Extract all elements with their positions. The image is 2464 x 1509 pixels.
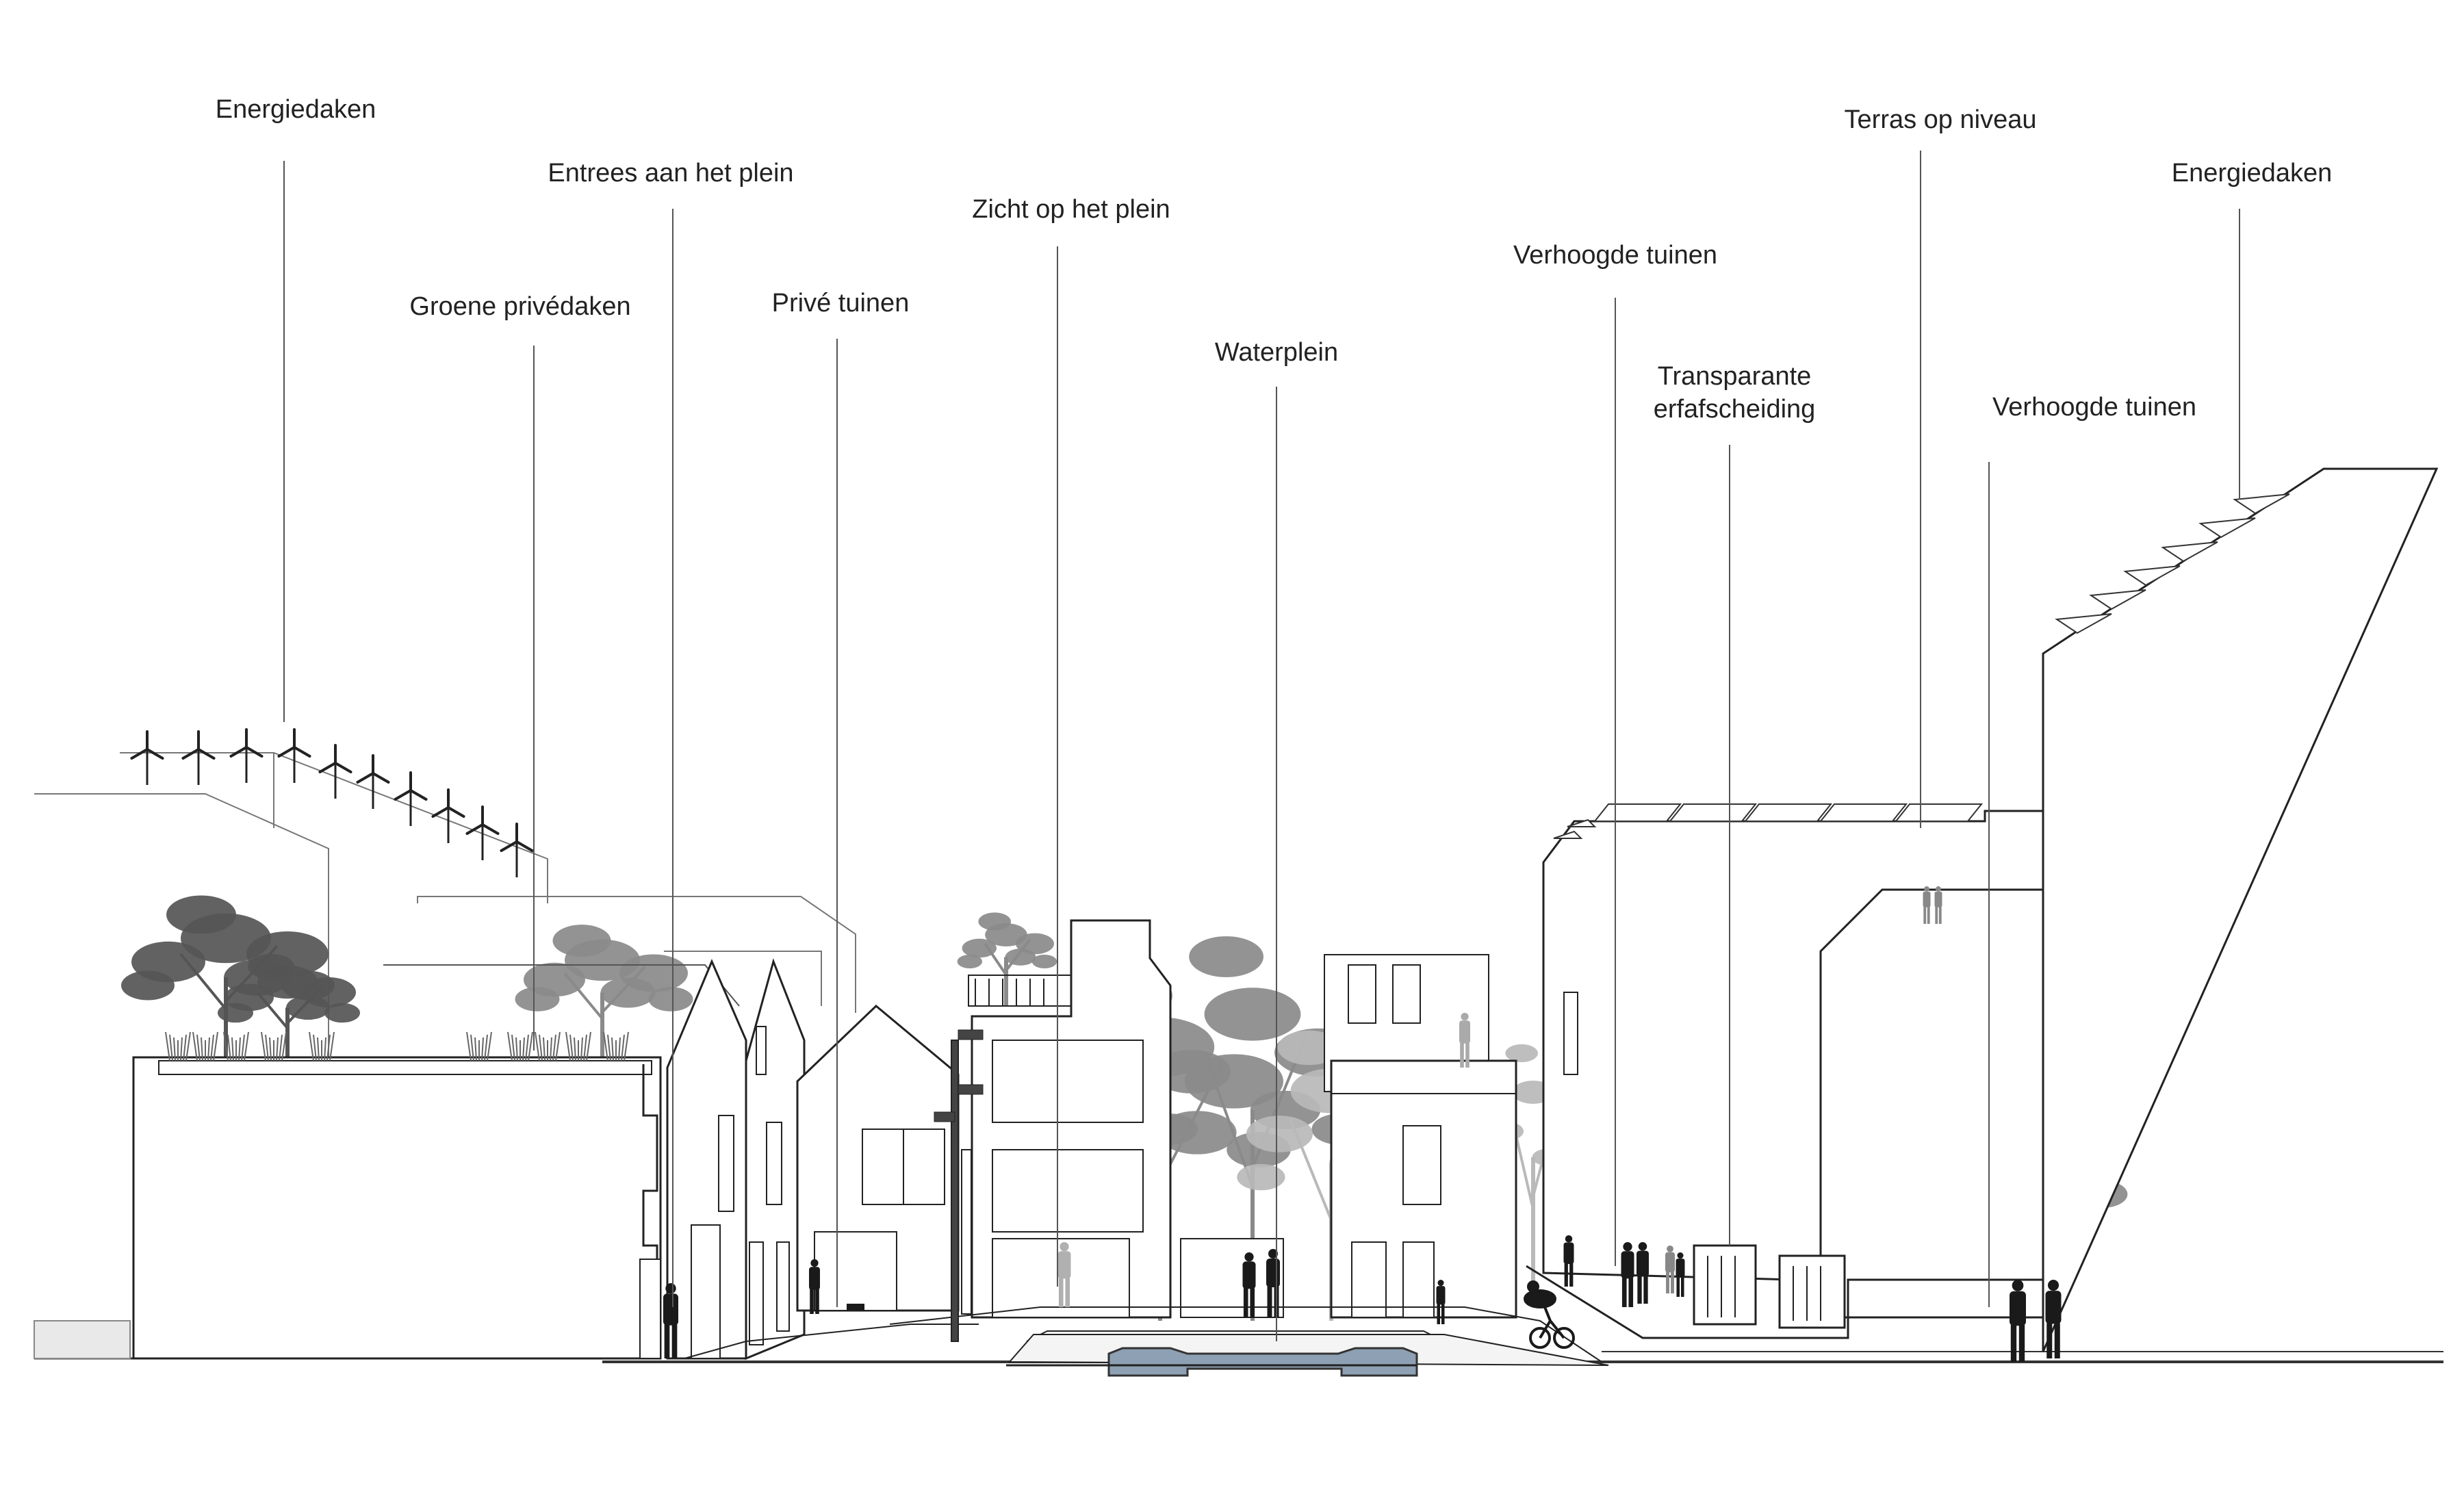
wind-turbine-icon — [318, 744, 352, 799]
transparent-fence — [1526, 1244, 2043, 1339]
central-block — [968, 919, 1517, 1319]
label-waterplein: Waterplein — [1215, 338, 1338, 367]
green-roof-block — [132, 964, 740, 1360]
label-energiedaken-right: Energiedaken — [2172, 159, 2333, 188]
solar-panels — [1553, 803, 1984, 839]
tree-icon — [218, 953, 360, 1064]
label-entrees-aan-het-plein: Entrees aan het plein — [548, 159, 793, 188]
grass-tuft — [603, 1031, 629, 1061]
energy-fin-icon — [2233, 493, 2290, 515]
label-zicht-op-het-plein: Zicht op het plein — [972, 195, 1170, 224]
tree-icon — [515, 925, 693, 1064]
grass-tuft — [309, 1031, 335, 1061]
energy-fin-icon — [2198, 517, 2256, 539]
labels: Energiedaken Entrees aan het plein Groen… — [216, 95, 2333, 424]
water-square — [889, 1306, 1609, 1377]
grass-tuft — [565, 1031, 591, 1061]
energy-fin-icon — [2089, 589, 2146, 610]
label-energiedaken-left: Energiedaken — [216, 95, 376, 124]
solar-panel-icon — [1553, 830, 1583, 839]
person-icon — [809, 1259, 820, 1314]
grass-tuft — [466, 1031, 492, 1061]
solar-panel-icon — [1819, 803, 1908, 822]
person-icon — [2045, 1280, 2062, 1358]
wind-turbine-icon — [500, 823, 534, 877]
person-icon — [1242, 1252, 1256, 1317]
person-icon — [1057, 1242, 1071, 1307]
row-houses — [666, 958, 979, 1360]
lamp-post — [934, 1029, 984, 1342]
cyclist-icon — [1524, 1280, 1575, 1349]
wind-turbines — [130, 728, 534, 877]
label-verhoogde-tuinen-2: Verhoogde tuinen — [1992, 393, 2196, 422]
energy-fin-icon — [2161, 541, 2218, 563]
grass-tuft — [165, 1031, 191, 1061]
grass-tuft — [223, 1031, 249, 1061]
person-icon — [1934, 886, 1942, 924]
grass-tuft — [261, 1031, 287, 1061]
person-icon — [1665, 1246, 1675, 1293]
grass-tuft — [192, 1031, 218, 1061]
person-icon — [1563, 1235, 1574, 1287]
solar-panel-icon — [1668, 803, 1758, 822]
wind-turbine-icon — [277, 728, 311, 783]
label-prive-tuinen: Privé tuinen — [772, 289, 910, 318]
wind-turbine-icon — [181, 730, 216, 785]
wind-turbine-icon — [356, 754, 390, 809]
grass-tuft — [507, 1031, 533, 1061]
label-terras-op-niveau: Terras op niveau — [1845, 105, 2037, 134]
label-erfafscheiding-line2: erfafscheiding — [1654, 395, 1816, 424]
dog-icon — [847, 1304, 864, 1311]
person-icon — [1676, 1252, 1685, 1297]
people — [663, 886, 2062, 1362]
roof-grass — [165, 1031, 629, 1061]
label-verhoogde-tuinen-1: Verhoogde tuinen — [1513, 241, 1717, 270]
person-icon — [1436, 1280, 1446, 1324]
person-icon — [1459, 1013, 1470, 1068]
tree-icon — [957, 912, 1057, 1006]
energy-fin-icon — [2123, 565, 2181, 586]
label-transparante-line1: Transparante — [1658, 362, 1812, 391]
solar-panel-icon — [1567, 818, 1597, 827]
person-icon — [1621, 1242, 1634, 1307]
wind-turbine-icon — [394, 771, 428, 826]
wind-turbine-icon — [229, 728, 264, 783]
person-icon — [1637, 1242, 1649, 1304]
wind-turbine-icon — [465, 805, 500, 860]
energy-roof-fins — [2055, 493, 2290, 634]
wind-turbine-icon — [130, 730, 164, 785]
grass-tuft — [535, 1031, 561, 1061]
solar-panel-icon — [1894, 803, 1984, 822]
solar-panel-icon — [1593, 803, 1682, 822]
solar-panel-icon — [1743, 803, 1833, 822]
wind-turbine-icon — [431, 788, 465, 843]
right-buildings — [1542, 467, 2439, 1352]
person-icon — [1923, 886, 1931, 924]
energy-fin-icon — [2055, 613, 2112, 634]
person-icon — [2010, 1280, 2026, 1362]
leader-lines — [283, 151, 2240, 1341]
label-groene-privedaken: Groene privédaken — [409, 292, 630, 321]
